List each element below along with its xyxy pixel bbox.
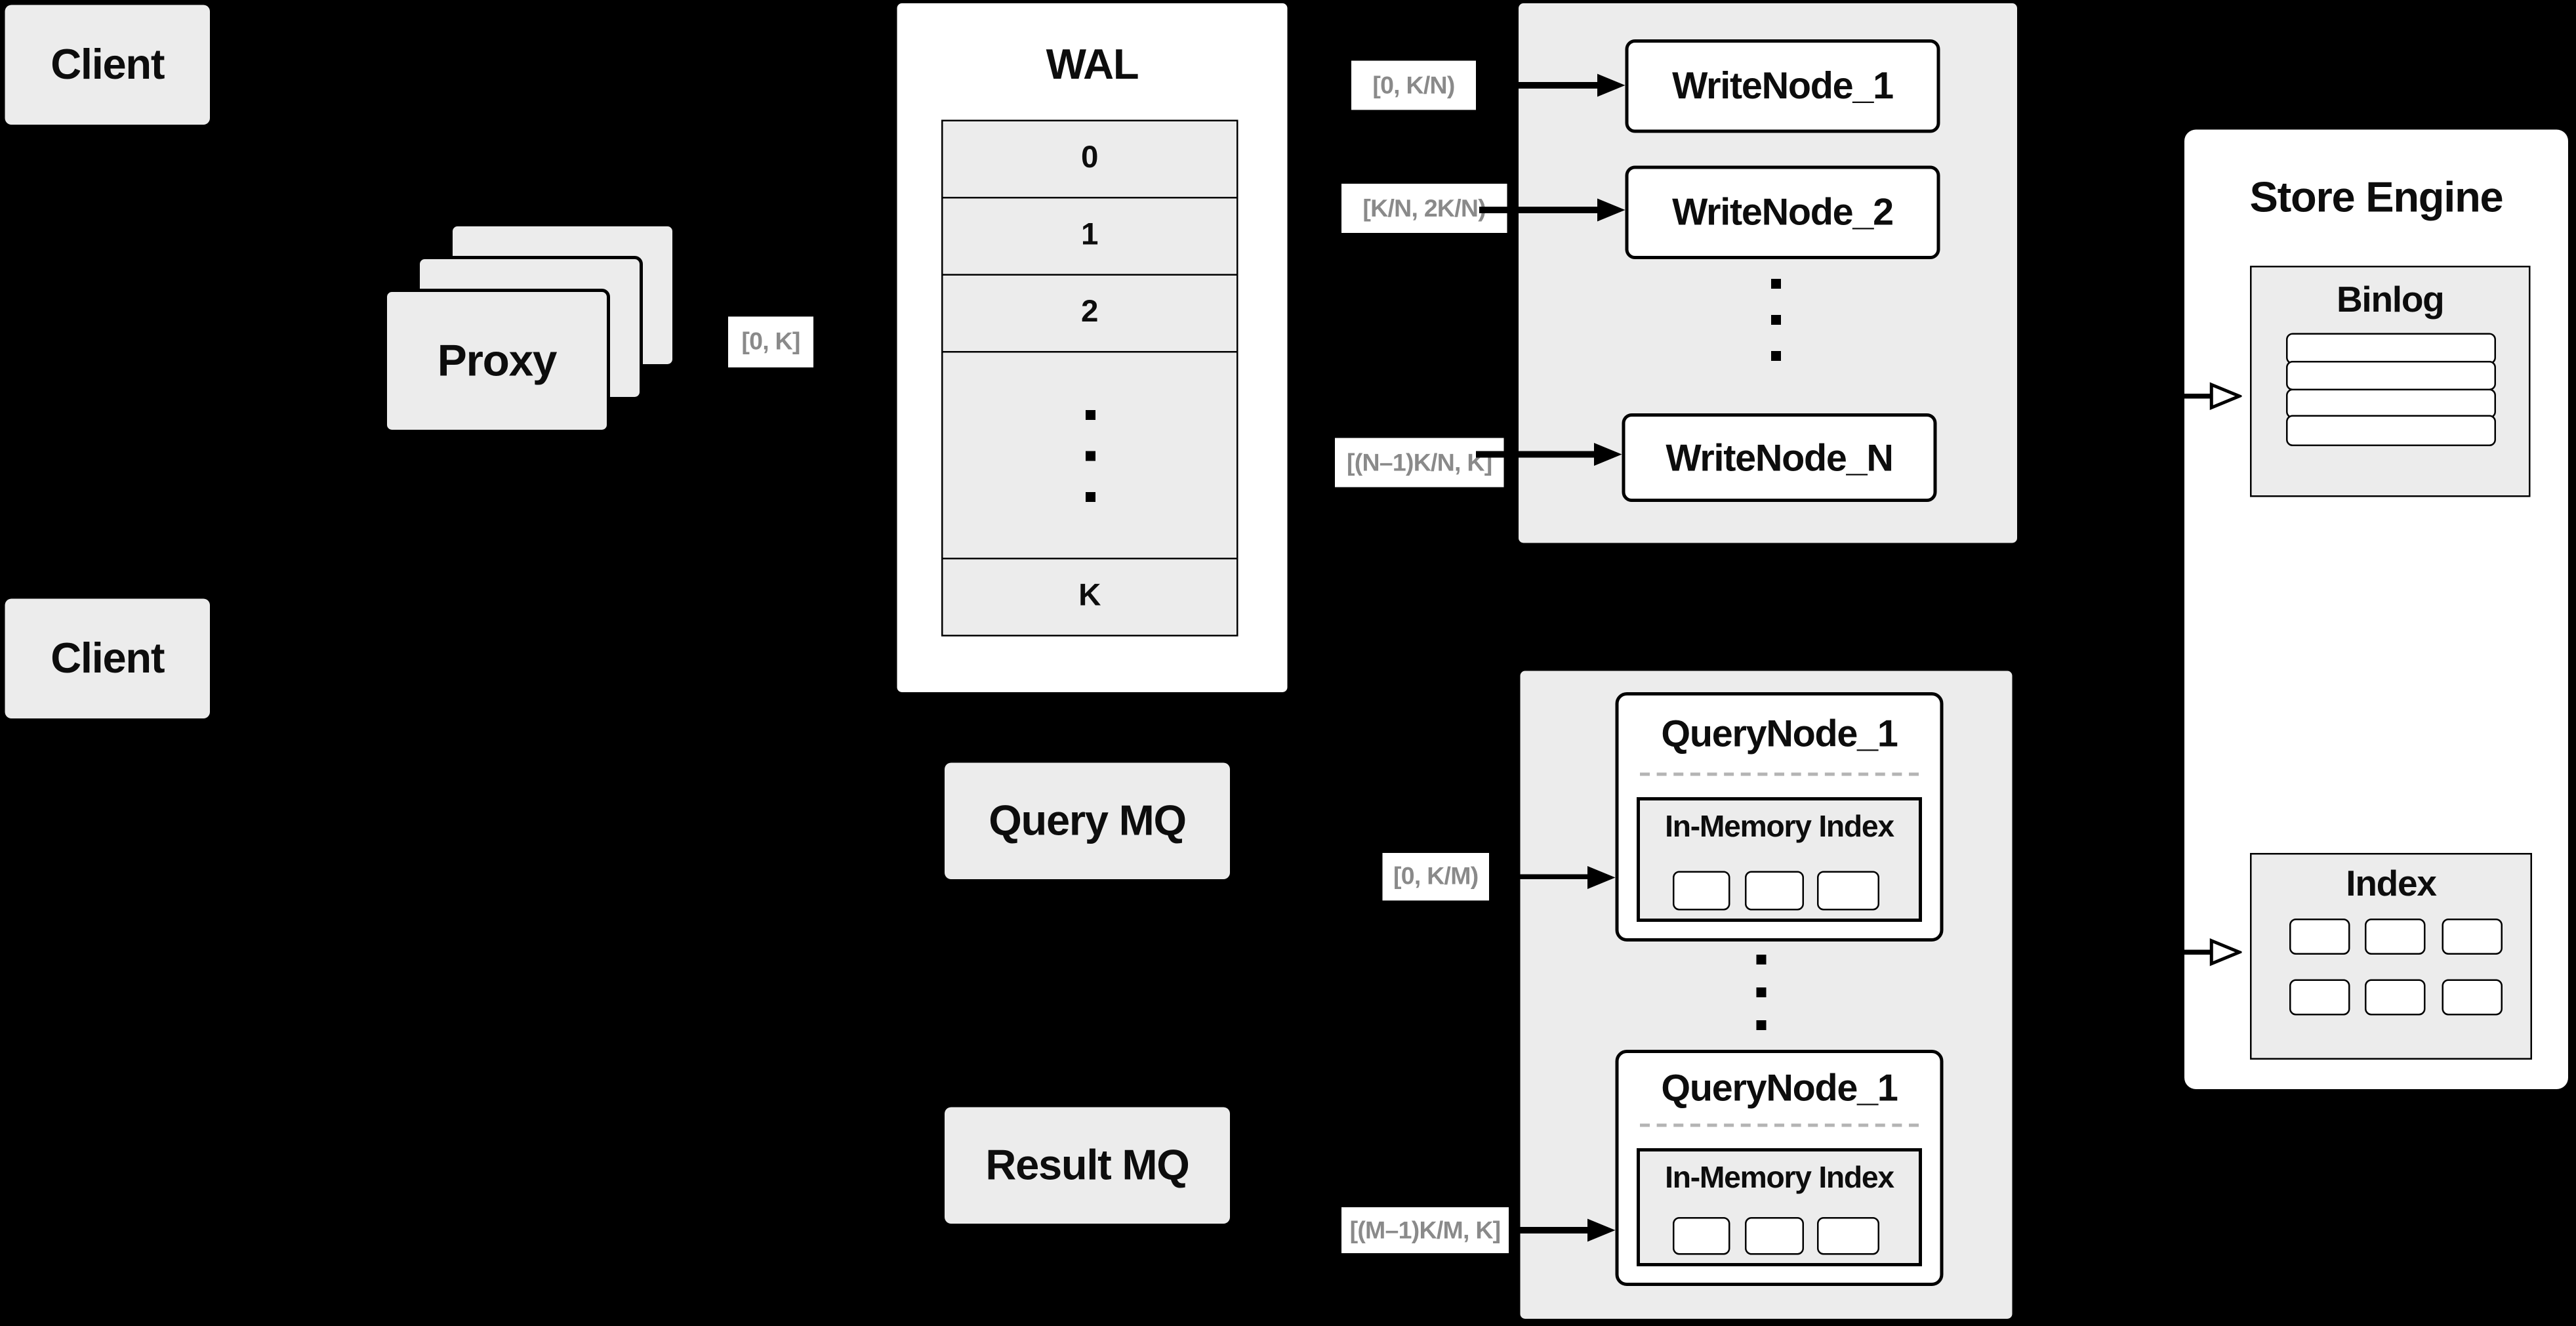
index-segment-box (2289, 979, 2350, 1016)
client-bottom-label: Client (51, 633, 165, 682)
query-range-2-label: [(M–1)K/M, K] (1341, 1207, 1509, 1253)
proxy-card-front: Proxy (384, 289, 610, 433)
arrowhead-querynode-1 (1587, 865, 1616, 888)
write-range-n-label: [(N–1)K/N, K] (1335, 438, 1504, 487)
binlog-row (2286, 388, 2496, 419)
arrowhead-writenode-2 (1597, 197, 1625, 221)
proxy-label: Proxy (437, 335, 558, 385)
hollow-arrowhead-binlog (2209, 382, 2242, 410)
client-bottom-box: Client (5, 598, 210, 718)
wal-row-k: K (943, 559, 1237, 635)
vertical-ellipsis-icon (1771, 279, 1781, 361)
in-memory-index-label: In-Memory Index (1665, 808, 1894, 844)
query-node-1-title: QueryNode_1 (1661, 712, 1898, 755)
segment-box (1817, 1217, 1879, 1255)
query-range-1-label: [0, K/M) (1382, 853, 1489, 901)
result-mq-label: Result MQ (985, 1140, 1189, 1190)
in-memory-index-box: In-Memory Index (1637, 797, 1922, 922)
arrow-line-to-writenode-2 (1479, 207, 1599, 213)
hollow-arrowhead-index (2209, 938, 2242, 966)
vertical-ellipsis-icon (1756, 955, 1767, 1030)
arrow-line-to-querynode-2 (1512, 1227, 1591, 1233)
index-segment-box (2442, 919, 2503, 955)
arrow-line-to-writenode-n (1476, 451, 1596, 457)
index-title: Index (2346, 863, 2437, 904)
client-top-box: Client (5, 5, 210, 125)
wal-row-2: 2 (943, 276, 1237, 353)
segment-box (1673, 871, 1730, 911)
dashed-divider (1640, 772, 1919, 776)
binlog-title: Binlog (2336, 279, 2445, 320)
segment-box (1817, 871, 1879, 911)
query-node-2: QueryNode_1 In-Memory Index (1615, 1050, 1944, 1286)
in-memory-index-label: In-Memory Index (1665, 1159, 1894, 1195)
arrow-line-to-binlog (2079, 394, 2211, 398)
arrowhead-writenode-n (1594, 442, 1622, 466)
query-mq-box: Query MQ (945, 762, 1230, 879)
write-node-n: WriteNode_N (1622, 413, 1937, 502)
arrow-line-to-index (2079, 949, 2211, 954)
binlog-row (2286, 333, 2496, 364)
index-segment-box (2365, 919, 2426, 955)
dashed-divider (1640, 1123, 1919, 1127)
arrowhead-writenode-1 (1597, 73, 1625, 96)
arrowhead-querynode-2 (1587, 1218, 1616, 1242)
query-node-1: QueryNode_1 In-Memory Index (1615, 692, 1944, 942)
wal-row-1: 1 (943, 198, 1237, 276)
index-segment-box (2442, 979, 2503, 1016)
result-mq-box: Result MQ (945, 1107, 1230, 1224)
segment-box (1745, 871, 1804, 911)
arrow-line-to-querynode-1 (1492, 873, 1591, 880)
proxy-range-label: [0, K] (728, 316, 813, 367)
query-mq-label: Query MQ (989, 795, 1187, 845)
vertical-ellipsis-icon (1084, 409, 1095, 501)
store-engine-title: Store Engine (2249, 172, 2504, 222)
arrow-line-to-writenode-1 (1479, 82, 1599, 88)
query-node-2-title: QueryNode_1 (1661, 1066, 1898, 1109)
write-node-1: WriteNode_1 (1625, 39, 1940, 133)
wal-row-0: 0 (943, 121, 1237, 199)
segment-box (1673, 1217, 1730, 1255)
index-segment-box (2365, 979, 2426, 1016)
segment-box (1745, 1217, 1804, 1255)
write-range-1-label: [0, K/N) (1351, 60, 1476, 110)
write-node-2: WriteNode_2 (1625, 165, 1940, 259)
client-top-label: Client (51, 39, 165, 89)
wal-table: 0 1 2 K (941, 119, 1238, 636)
binlog-rows (2286, 333, 2496, 446)
index-box: Index (2250, 853, 2532, 1060)
wal-title: WAL (1046, 39, 1139, 89)
binlog-box: Binlog (2250, 266, 2531, 497)
binlog-row (2286, 360, 2496, 392)
in-memory-index-box: In-Memory Index (1637, 1148, 1922, 1266)
binlog-row (2286, 415, 2496, 446)
wal-row-ellipsis (943, 352, 1237, 560)
index-segment-box (2289, 919, 2350, 955)
